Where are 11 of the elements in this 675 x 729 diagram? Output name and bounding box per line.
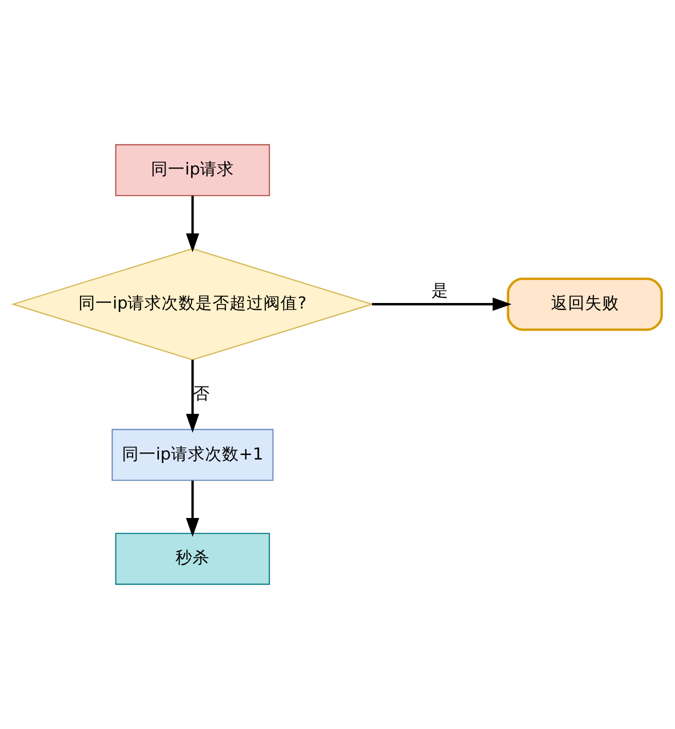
arrow <box>186 360 200 433</box>
node-box: 秒杀 <box>115 532 270 585</box>
arrow <box>186 196 200 252</box>
arrow <box>372 298 512 311</box>
edge-label: 是 <box>431 281 448 300</box>
node-box: 同一ip请求次数+1 <box>112 428 274 481</box>
edge-label: 否 <box>192 384 210 403</box>
node-box: 返回失败 <box>506 278 663 331</box>
arrow <box>186 480 200 537</box>
node-diamond: 同一ip请求次数是否超过阀值? <box>11 248 374 360</box>
node-box: 同一ip请求 <box>115 144 270 196</box>
